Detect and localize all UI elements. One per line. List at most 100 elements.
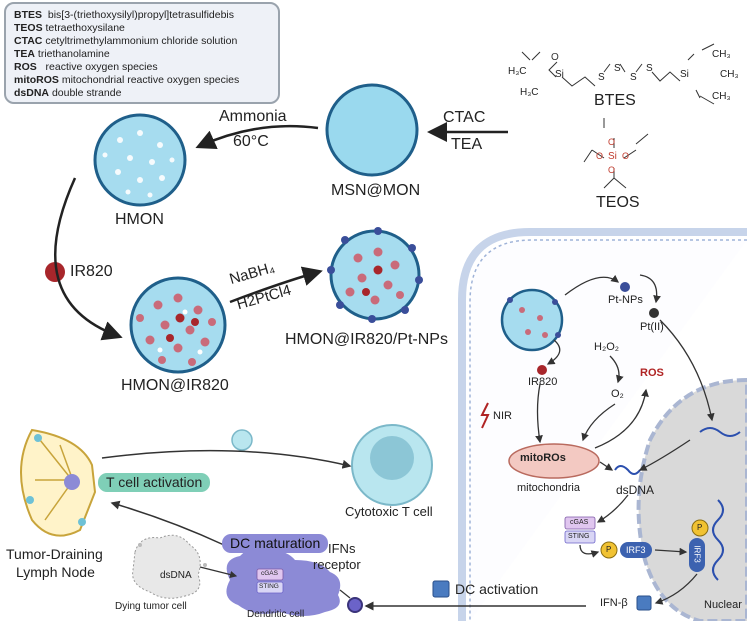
hmon-ir820-particle [129, 276, 227, 374]
arrow-to-ptnps [564, 274, 620, 296]
btes-atom-s-3: S [630, 72, 637, 83]
label-nuclear: Nuclear [704, 599, 742, 611]
label-cgas-dc: cGAS [261, 570, 278, 577]
arrow-ptnps-to-ptii [639, 274, 661, 304]
abbr-row-ros: ROS reactive oxygen species [14, 61, 158, 73]
label-mitochondria: mitochondria [517, 482, 580, 494]
teos-structure [583, 118, 649, 189]
pt-nps-bead [620, 282, 630, 292]
label-ir820-cell: IR820 [528, 376, 558, 388]
arrow-particle-to-ir820 [546, 339, 561, 365]
btes-atom-ch3-3: CH₃ [712, 91, 731, 102]
mitochondria-graphic [508, 443, 600, 479]
arrow-nucleus-to-ifnb [654, 573, 698, 605]
abbr-row-dsdna: dsDNA double strande [14, 87, 122, 99]
label-dsdna-tumor: dsDNA [160, 570, 192, 581]
dendritic-cell [226, 549, 341, 616]
label-ros: ROS [640, 367, 664, 379]
teos-atom-o-4: O [622, 151, 630, 161]
label-pt-ii: Pt(II) [640, 321, 664, 333]
label-btes: BTES [594, 92, 636, 109]
label-lymph-node-2: Lymph Node [16, 564, 95, 580]
label-irf3-nucleus: IRF3 [692, 545, 702, 563]
arrow-dna-to-dsdna [638, 439, 691, 471]
teos-atom-o-3: O [596, 151, 604, 161]
label-pt-nps: Pt-NPs [608, 294, 643, 306]
label-hmon: HMON [115, 211, 164, 228]
btes-atom-s-2: S [614, 63, 621, 74]
sting-box-cell [564, 530, 596, 544]
ifn-beta-square [636, 595, 652, 611]
ir820-bead [45, 262, 65, 282]
label-dying-tumor-cell: Dying tumor cell [115, 601, 187, 612]
p-badge-nucleus [691, 519, 709, 537]
label-teos: TEOS [596, 194, 640, 211]
label-p-badge-nucleus: P [697, 523, 703, 532]
arrow-to-cytotoxic [101, 449, 352, 469]
intracellular-particle [500, 288, 564, 352]
dna-helix-broken [699, 427, 741, 437]
label-cgas-cell: cGAS [570, 519, 589, 526]
arrow-ifns-to-receptor [339, 589, 351, 599]
btes-atom-o-1: O [551, 52, 559, 63]
label-dc-activation: DC activation [455, 581, 539, 597]
arrow-o2-to-mito [581, 403, 616, 442]
dna-helix-nucleus [712, 499, 724, 581]
label-p-badge: P [606, 545, 612, 554]
sting-box-dc [256, 581, 284, 594]
arrow-hmon-to-ir820 [54, 177, 123, 341]
cgas-box-dc [256, 568, 284, 581]
label-temperature: 60°C [233, 133, 269, 150]
irf3-capsule [620, 542, 652, 558]
btes-atom-si-1: Si [555, 69, 564, 80]
label-dendritic-cell: Dendritic cell [247, 609, 305, 620]
label-t-cell-activation: T cell activation [106, 474, 203, 490]
dc-activation-square [432, 580, 450, 598]
cell-membrane-outer [458, 228, 747, 621]
label-ctac: CTAC [443, 109, 486, 126]
label-mitoros: mitoROs [520, 452, 566, 464]
dying-tumor-cell [132, 534, 207, 599]
abbr-row-teos: TEOS tetraethoxysilane [14, 22, 125, 34]
arrow-h2o2-to-o2 [609, 355, 624, 384]
arrow-dsdna-to-dc [199, 566, 238, 579]
btes-atom-h3c-1: H₃C [508, 66, 527, 77]
label-irf3: IRF3 [626, 545, 646, 555]
btes-atom-ch3-1: CH₃ [712, 49, 731, 60]
label-ir820-legend: IR820 [70, 263, 113, 280]
arrow-ptii-to-nucleus [659, 319, 715, 422]
btes-atom-ch3-2: CH₃ [720, 69, 739, 80]
ir820-cell-bead [537, 365, 547, 375]
abbr-row-ctac: CTAC cetyltrimethylammonium chloride sol… [14, 35, 238, 47]
label-ifns-1: IFNs [328, 541, 356, 556]
label-cytotoxic-t-cell: Cytotoxic T cell [345, 504, 433, 519]
label-hmon-ir820-pt: HMON@IR820/Pt-NPs [285, 331, 448, 348]
msn-mon-particle [325, 83, 419, 177]
arrow-sting-to-p [579, 544, 600, 558]
label-hmon-ir820: HMON@IR820 [121, 377, 229, 394]
label-ifn-beta: IFN-β [600, 597, 628, 609]
label-sting-cell: STING [568, 533, 590, 540]
arrow-dsdna-to-cgas [596, 494, 629, 523]
teos-atom-si: Si [608, 151, 617, 162]
label-o2: O₂ [611, 388, 624, 400]
btes-atom-s-4: S [646, 63, 653, 74]
abbr-row-tea: TEA triethanolamine [14, 48, 110, 60]
btes-atom-si-2: Si [680, 69, 689, 80]
ifns-receptor-icon [347, 597, 363, 613]
hmon-particle [93, 113, 187, 207]
nir-lightning-icon [480, 402, 490, 429]
cgas-box-cell [564, 516, 596, 530]
dc-maturation-pill: DC maturation [222, 534, 329, 553]
arrow-nabh4 [229, 266, 323, 304]
nucleus [636, 377, 747, 621]
hmon-ir820-pt-particle [327, 227, 423, 323]
label-tea: TEA [451, 136, 483, 153]
label-h2o2: H₂O₂ [594, 341, 620, 353]
pt-ii-bead [649, 308, 659, 318]
arrow-mito-to-dsdna [599, 461, 614, 471]
arrow-ammonia [195, 124, 319, 149]
lymph-node-graphic [20, 428, 97, 537]
